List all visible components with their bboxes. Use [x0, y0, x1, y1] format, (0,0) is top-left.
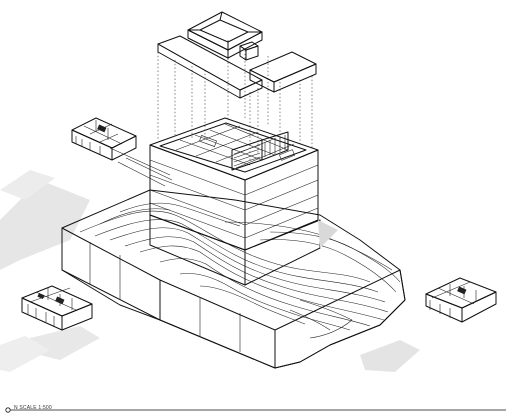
contour-lines — [79, 202, 401, 339]
main-building — [149, 117, 338, 286]
scale-bar — [5, 407, 506, 413]
terrain-site-model — [61, 189, 406, 369]
ground-shadows — [0, 170, 420, 372]
exploded-roof-volumes — [157, 11, 317, 160]
annex-guide-lines — [109, 147, 173, 187]
scale-label: N SCALE 1:500 — [14, 405, 52, 411]
annex-right — [425, 277, 497, 323]
annex-upper-left — [71, 117, 137, 161]
annex-lower-left — [21, 285, 93, 331]
